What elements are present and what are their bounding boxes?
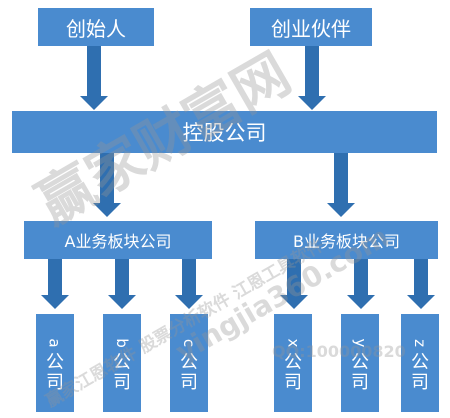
company-x-char-2: 司 — [284, 372, 302, 393]
founder-box: 创始人 — [38, 8, 154, 46]
company-c-char-2: 司 — [180, 372, 198, 393]
partner-label: 创业伙伴 — [271, 16, 351, 41]
company-a-box: a 公 司 — [36, 314, 74, 412]
company-y-char-2: 司 — [351, 372, 369, 393]
holding-label: 控股公司 — [182, 121, 267, 145]
company-x-box: x 公 司 — [274, 314, 312, 412]
seg-a-box: A业务板块公司 — [24, 221, 212, 259]
company-c-char-1: 公 — [180, 352, 198, 373]
company-x-letter: x — [283, 338, 302, 348]
company-c-letter: c — [180, 338, 198, 348]
company-z-char-1: 公 — [411, 352, 429, 373]
holding-box: 控股公司 — [12, 111, 437, 153]
company-a-char-2: 司 — [46, 372, 64, 393]
company-b-char-2: 司 — [113, 372, 131, 393]
company-z-letter: z — [411, 339, 429, 347]
seg-a-label: A业务板块公司 — [64, 232, 172, 251]
seg-b-box: B业务板块公司 — [255, 221, 438, 259]
company-x-char-1: 公 — [284, 352, 302, 373]
company-y-box: y 公 司 — [341, 314, 379, 412]
company-a-letter: a — [45, 338, 64, 348]
company-y-letter: y — [350, 338, 369, 348]
partner-box: 创业伙伴 — [250, 8, 372, 46]
company-b-char-1: 公 — [113, 352, 131, 373]
seg-b-label: B业务板块公司 — [293, 232, 400, 251]
company-y-char-1: 公 — [351, 352, 369, 373]
company-b-box: b 公 司 — [103, 314, 141, 412]
company-z-box: z 公 司 — [401, 314, 439, 412]
founder-label: 创始人 — [66, 16, 126, 41]
company-b-letter: b — [113, 338, 131, 348]
company-z-char-2: 司 — [411, 372, 429, 393]
company-a-char-1: 公 — [46, 352, 64, 373]
company-c-box: c 公 司 — [170, 314, 208, 412]
